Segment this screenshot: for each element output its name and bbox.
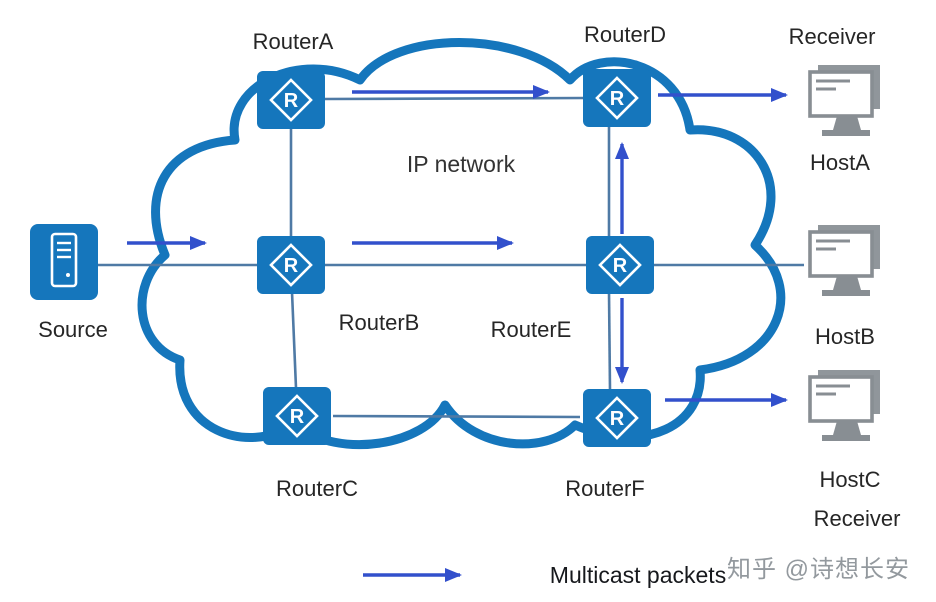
multicast-arrows bbox=[127, 85, 788, 582]
router-glyph: R bbox=[290, 406, 305, 428]
source-icon bbox=[30, 224, 98, 300]
routerE-label: RouterE bbox=[490, 317, 572, 342]
routerF-icon: R bbox=[583, 389, 651, 447]
routerA-icon: R bbox=[257, 71, 325, 129]
hostB-label: HostB bbox=[815, 324, 875, 349]
router-glyph: R bbox=[610, 408, 625, 430]
hostB-icon bbox=[808, 223, 882, 298]
routerE-icon: R bbox=[586, 236, 654, 294]
hostC-icon bbox=[808, 368, 882, 443]
link-routerE-routerF bbox=[607, 291, 612, 391]
link-routerA-routerD bbox=[323, 96, 586, 101]
link-routerC-routerF bbox=[332, 414, 581, 419]
routerA-label: RouterA bbox=[252, 29, 334, 54]
hostA-icon bbox=[808, 63, 882, 138]
hostA-label: HostA bbox=[810, 150, 870, 175]
hostC-label: HostC bbox=[819, 467, 881, 492]
routerD-label: RouterD bbox=[584, 22, 666, 47]
routerF-label: RouterF bbox=[565, 476, 645, 501]
routerC-icon: R bbox=[263, 387, 331, 445]
router-glyph: R bbox=[613, 255, 628, 277]
receiver-top-label: Receiver bbox=[788, 24, 876, 49]
link-routerB-routerC bbox=[290, 291, 298, 389]
routerD-icon: R bbox=[583, 69, 651, 127]
routerB-label: RouterB bbox=[338, 310, 420, 335]
routerB-icon: R bbox=[257, 236, 325, 294]
source-label: Source bbox=[38, 317, 108, 342]
watermark: 知乎 @诗想长安 bbox=[726, 556, 910, 583]
receiver-bottom-label: Receiver bbox=[813, 506, 901, 531]
routerC-label: RouterC bbox=[276, 476, 358, 501]
router-glyph: R bbox=[610, 88, 625, 110]
router-glyph: R bbox=[284, 255, 299, 277]
router-glyph: R bbox=[284, 90, 299, 112]
ip-network-label: IP network bbox=[406, 151, 516, 177]
legend-label: Multicast packets bbox=[549, 562, 727, 588]
